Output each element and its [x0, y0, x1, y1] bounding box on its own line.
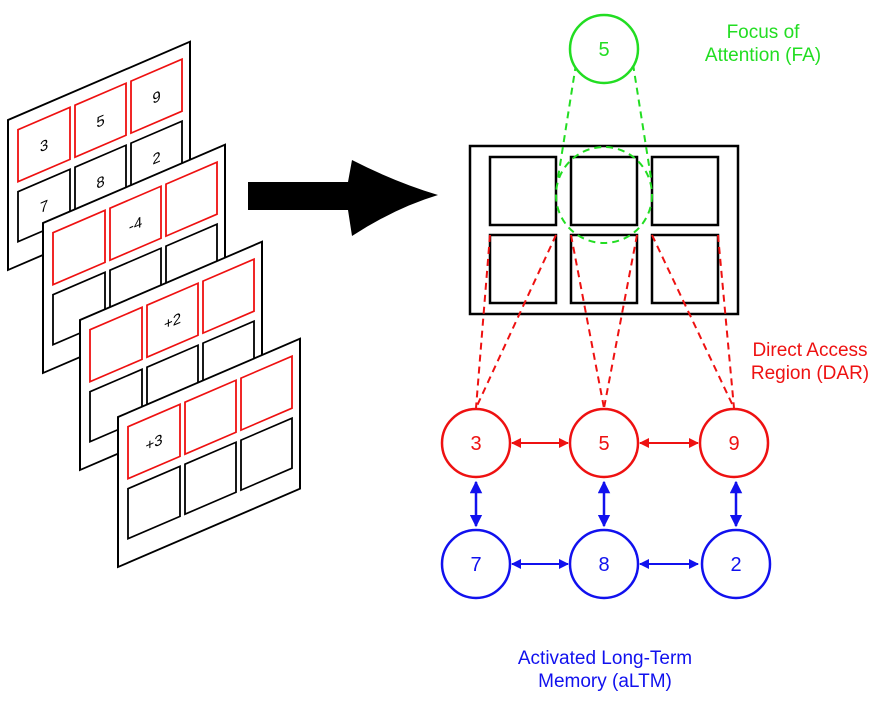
grid-cell	[569, 233, 639, 305]
card-cell-value: +2	[164, 310, 181, 334]
card-cell-dar	[184, 378, 237, 456]
altm-caption-line1: Activated Long-Term	[517, 648, 693, 669]
fa-projection	[555, 63, 653, 244]
card-cell-value: 9	[152, 88, 160, 108]
fa-caption-line2: Attention (FA)	[704, 45, 822, 66]
grid-cell	[488, 155, 558, 227]
grid-cell	[569, 155, 639, 227]
dar-node-value: 5	[598, 433, 609, 455]
memory-card: +3	[117, 337, 301, 569]
altm-node	[568, 528, 640, 600]
card-cell-dar	[52, 209, 106, 286]
altm-node-value: 8	[598, 554, 609, 576]
card-cell-dar	[127, 403, 181, 480]
grid-cell	[488, 233, 558, 305]
card-cell-value: 8	[96, 173, 105, 193]
dar-altm-links	[469, 480, 743, 528]
card-cell-dar	[165, 160, 218, 238]
card-cell-value: -4	[129, 214, 143, 236]
dar-caption-line1: Direct Access	[752, 340, 868, 361]
altm-node	[440, 528, 512, 600]
card-cell-dar	[240, 354, 293, 432]
altm-nodes: 7 8 2	[440, 528, 772, 600]
dar-node	[698, 407, 770, 479]
altm-node	[700, 528, 772, 600]
card-stack: 3 5 9 7 8 2 -4 +2 +3	[7, 40, 301, 569]
altm-node-value: 2	[730, 554, 741, 576]
altm-caption: Activated Long-Term Memory (aLTM)	[480, 647, 730, 693]
altm-node-value: 7	[470, 554, 481, 576]
dar-nodes: 3 5 9	[440, 407, 770, 479]
dar-node	[440, 407, 512, 479]
card-cell-value: 7	[40, 197, 48, 217]
dar-node-value: 9	[728, 433, 739, 455]
card-cell-dar	[74, 81, 127, 159]
card-cell-value: 3	[40, 136, 49, 156]
memory-grid-frame	[468, 144, 740, 316]
card-frame	[117, 337, 301, 569]
card-cell-dar	[89, 306, 143, 383]
card-cell-dar	[146, 281, 199, 359]
card-cell-dar	[17, 106, 71, 183]
altm-caption-line2: Memory (aLTM)	[538, 671, 672, 692]
fa-node	[568, 13, 640, 85]
card-cell-dar	[130, 57, 183, 135]
fa-node-value: 5	[598, 39, 609, 61]
card-cell-value: 5	[96, 112, 105, 132]
dar-caption-line2: Region (DAR)	[750, 363, 870, 384]
fa-caption-line1: Focus of	[726, 22, 800, 43]
fa-caption: Focus of Attention (FA)	[668, 21, 858, 67]
dar-node-value: 3	[470, 433, 481, 455]
card-cell-dar	[202, 257, 255, 335]
card-cell-dar	[109, 184, 162, 262]
grid-cell	[650, 155, 720, 227]
dar-projection	[475, 234, 735, 409]
card-cell	[127, 465, 181, 540]
transform-arrow	[248, 160, 438, 236]
card-cell	[184, 440, 237, 516]
card-cell	[89, 368, 143, 443]
dar-caption: Direct Access Region (DAR)	[730, 339, 890, 385]
card-cell-value: 2	[152, 149, 160, 169]
dar-node	[568, 407, 640, 479]
card-cell	[240, 416, 293, 492]
fa-dashed-circle	[555, 146, 653, 244]
card-cell-value: +3	[145, 431, 162, 455]
